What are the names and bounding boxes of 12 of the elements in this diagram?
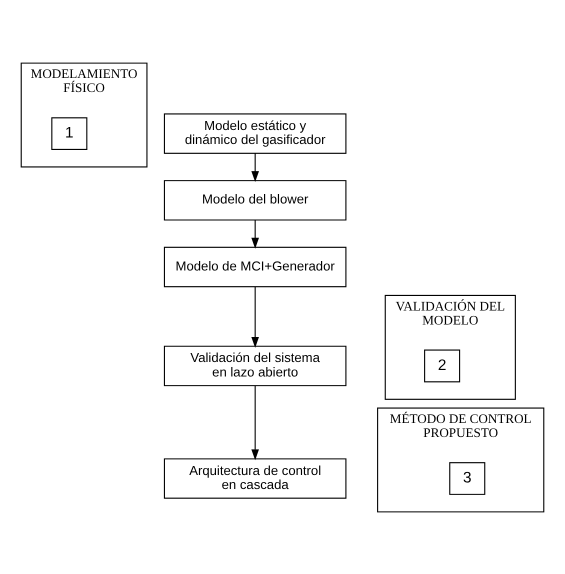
node-box: Modelo de MCI+Generador: [164, 246, 346, 287]
node-box: 1: [51, 116, 88, 150]
arrow: [251, 286, 259, 348]
arrow: [251, 385, 259, 460]
node-box: 2: [424, 349, 460, 382]
node-box: Modelo del blower: [164, 180, 346, 220]
node-box: Modelo estático y dinámico del gasificador: [164, 112, 346, 154]
arrow: [251, 152, 259, 182]
node-box: Arquitectura de control en cascada: [164, 458, 346, 498]
arrow: [251, 220, 259, 248]
node-box: 3: [449, 462, 486, 494]
node-box: Validación del sistema en lazo abierto: [164, 345, 346, 386]
